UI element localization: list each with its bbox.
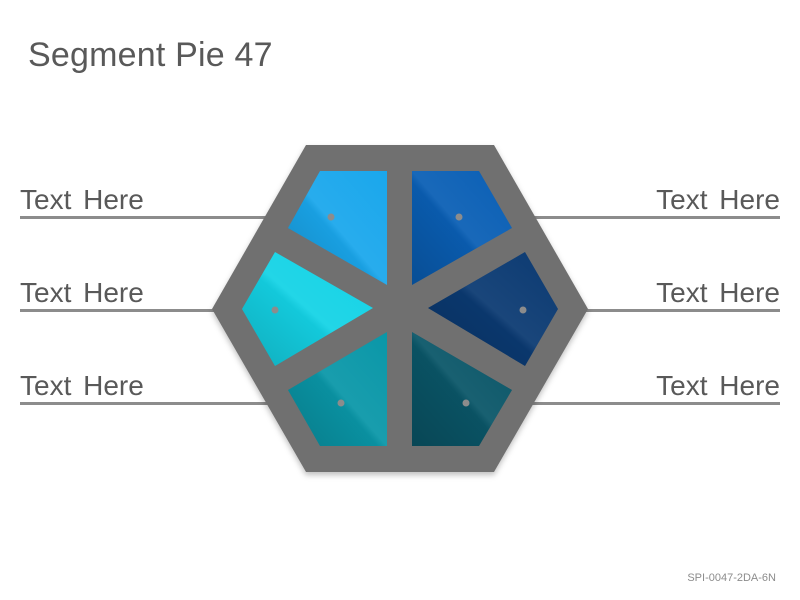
- segment-sheen: [412, 171, 512, 285]
- segment-sheen: [288, 171, 387, 285]
- label-right-top: Text Here: [656, 184, 780, 215]
- label-left-bottom: Text Here: [20, 370, 144, 401]
- connector-dot-right-top: [455, 213, 463, 221]
- slide-code: SPI-0047-2DA-6N: [687, 572, 776, 584]
- connector-dot-right-middle: [519, 306, 527, 314]
- label-right-bottom: Text Here: [656, 370, 780, 401]
- rule-left-bottom: [20, 402, 342, 405]
- rule-left-middle: [20, 309, 276, 312]
- segment-sheen: [412, 332, 512, 446]
- rule-right-bottom: [466, 402, 780, 405]
- label-left-top: Text Here: [20, 184, 144, 215]
- rule-right-top: [458, 216, 780, 219]
- slide-title: Segment Pie 47: [28, 36, 273, 74]
- rule-left-top: [20, 216, 332, 219]
- label-left-middle: Text Here: [20, 277, 144, 308]
- connector-dot-left-bottom: [337, 399, 345, 407]
- connector-dot-right-bottom: [462, 399, 470, 407]
- rule-right-middle: [522, 309, 780, 312]
- segment-sheen: [288, 332, 387, 446]
- connector-dot-left-top: [327, 213, 335, 221]
- label-right-middle: Text Here: [656, 277, 780, 308]
- segment-sheen: [242, 252, 373, 366]
- connector-dot-left-middle: [271, 306, 279, 314]
- segment-sheen: [428, 252, 558, 366]
